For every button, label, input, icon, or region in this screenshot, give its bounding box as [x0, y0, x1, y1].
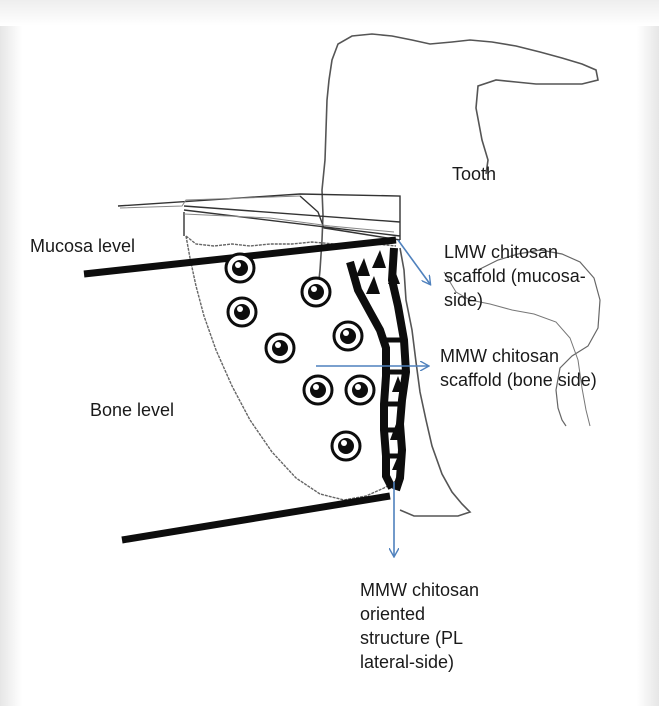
top-planes-light: [120, 196, 394, 232]
label-mmw-bone-scaffold: MMW chitosan scaffold (bone side): [440, 344, 597, 392]
mmw-oriented-line-4: lateral-side): [360, 650, 479, 674]
bone-granules: [226, 254, 374, 460]
lmw-line-3: side): [444, 288, 586, 312]
label-mucosa-level: Mucosa level: [30, 234, 135, 258]
lmw-line-2: scaffold (mucosa-: [444, 264, 586, 288]
mmw-oriented-line-1: MMW chitosan: [360, 578, 479, 602]
label-tooth: Tooth: [452, 162, 496, 186]
mmw-bone-line-1: MMW chitosan: [440, 344, 597, 368]
bone-level-bar: [122, 496, 390, 540]
mmw-oriented-line-2: oriented: [360, 602, 479, 626]
label-bone-level: Bone level: [90, 398, 174, 422]
lmw-line-1: LMW chitosan: [444, 240, 586, 264]
mmw-bone-line-2: scaffold (bone side): [440, 368, 597, 392]
label-mmw-oriented-structure: MMW chitosan oriented structure (PL late…: [360, 578, 479, 674]
mmw-oriented-line-3: structure (PL: [360, 626, 479, 650]
label-lmw-scaffold: LMW chitosan scaffold (mucosa- side): [444, 240, 586, 312]
